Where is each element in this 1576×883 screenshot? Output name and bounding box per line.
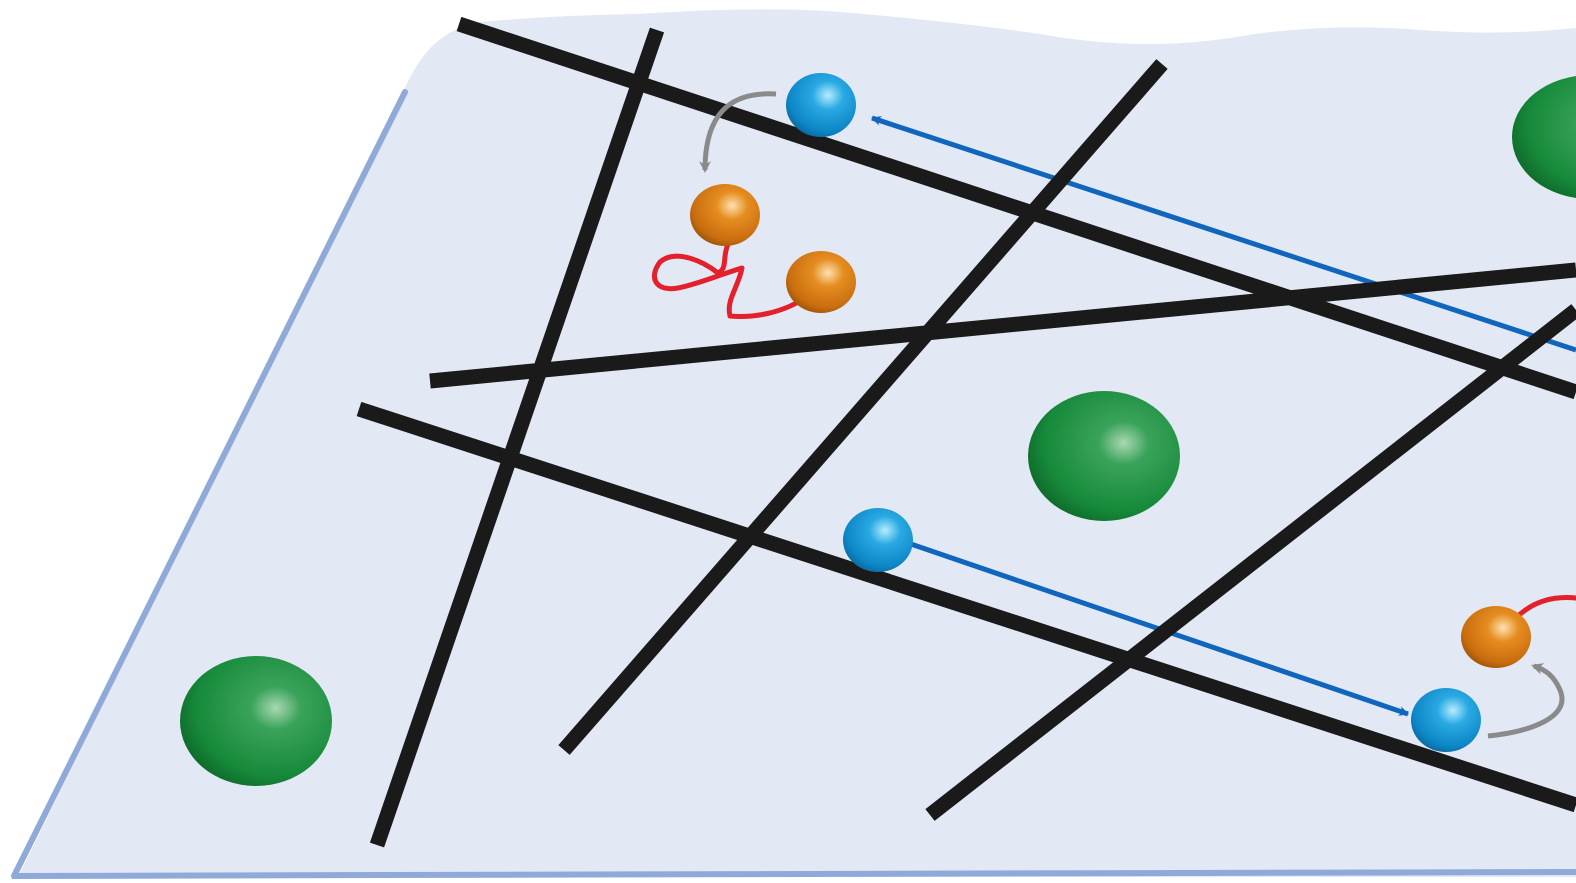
orange-particle-top xyxy=(690,184,760,246)
plane-bottom-edge xyxy=(12,872,1576,876)
green-sphere-center xyxy=(1028,391,1180,521)
orange-particle-middle xyxy=(786,251,856,313)
green-sphere-left xyxy=(180,656,332,786)
blue-particle-center xyxy=(843,508,913,572)
orange-particle-right xyxy=(1461,606,1531,668)
blue-particle-top xyxy=(786,73,856,137)
blue-particle-bottom-right xyxy=(1411,688,1481,752)
